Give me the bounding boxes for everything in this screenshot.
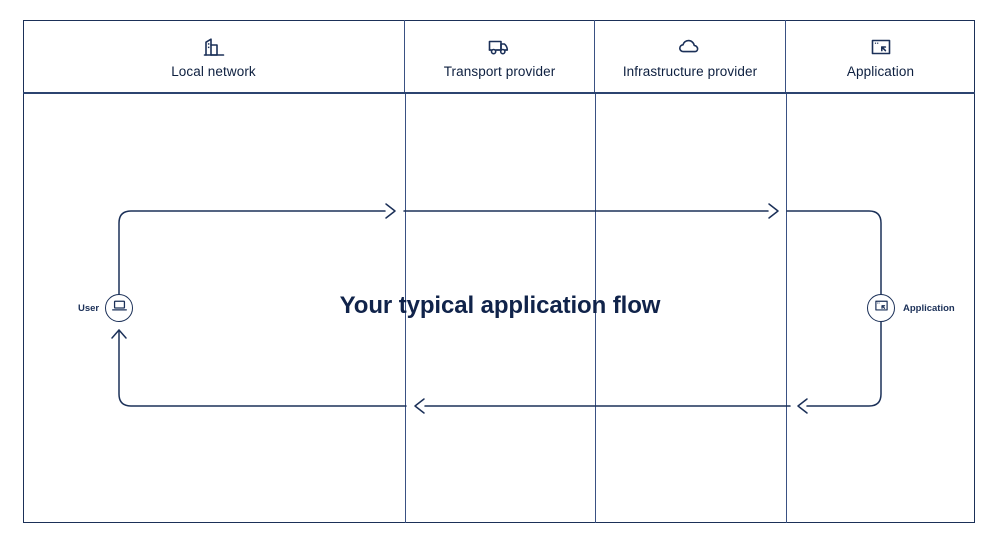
column-divider <box>405 94 407 523</box>
column-header-local-network[interactable]: Local network <box>23 20 405 92</box>
column-divider <box>786 94 788 523</box>
browser-window-cursor-icon <box>873 298 890 319</box>
office-building-icon <box>202 34 226 60</box>
column-header-transport-provider[interactable]: Transport provider <box>405 20 595 92</box>
node-user-label: User <box>78 303 100 314</box>
column-header-infrastructure-provider[interactable]: Infrastructure provider <box>595 20 786 92</box>
column-header-label: Transport provider <box>443 63 556 79</box>
column-header-label: Infrastructure provider <box>622 63 758 79</box>
column-divider <box>595 94 597 523</box>
column-header-row: Local network Transport provider Inf <box>23 20 975 94</box>
node-user[interactable] <box>105 294 133 322</box>
node-application[interactable] <box>867 294 895 322</box>
column-header-label: Local network <box>171 63 256 79</box>
truck-icon <box>487 34 512 60</box>
column-header-application[interactable]: Application <box>786 20 975 92</box>
diagram-title: Your typical application flow <box>339 292 661 319</box>
laptop-icon <box>111 298 128 319</box>
column-header-label: Application <box>846 63 915 79</box>
diagram-frame <box>23 20 975 523</box>
cloud-icon <box>677 34 703 60</box>
browser-window-cursor-icon <box>869 34 893 60</box>
node-application-label: Application <box>903 303 955 314</box>
